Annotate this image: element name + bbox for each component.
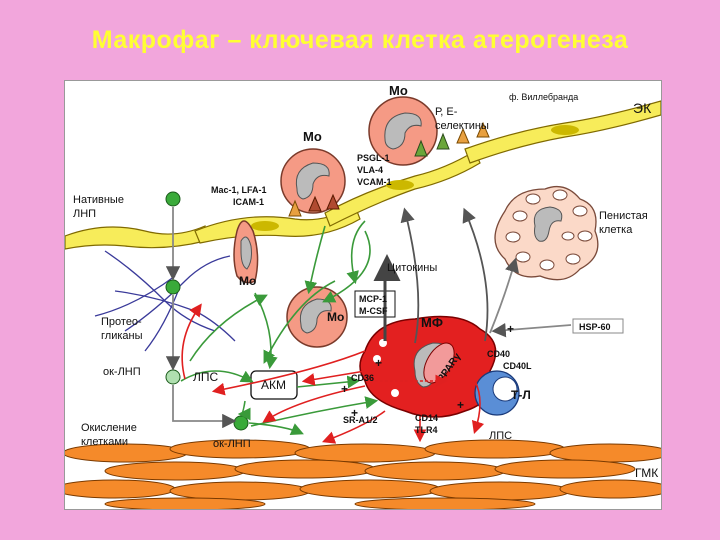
oxidation-label-1: Окисление [81, 422, 137, 434]
lps-left-label: ЛПС [193, 370, 219, 384]
native-ldl-label-1: Нативные [73, 194, 124, 206]
akm-label: АКМ [261, 378, 286, 392]
proteoglycans-label-2: гликаны [101, 330, 143, 342]
page-title: Макрофаг – ключевая клетка атерогенеза [91, 26, 629, 54]
endothelium-layer [65, 100, 661, 250]
plus-sign: + [457, 398, 464, 412]
smooth-muscle-layer [65, 439, 661, 509]
selectins-label-1: Р, Е- [435, 106, 458, 118]
smc-label: ГМК [635, 466, 658, 480]
tlr4-label: TLR4 [415, 425, 438, 435]
monocyte-transmigrating [233, 220, 259, 284]
plus-sign: + [351, 406, 358, 420]
cytokines-label: Цитокины [387, 262, 437, 274]
ec-label: ЭК [633, 100, 652, 116]
mo-center-label: Мо [327, 310, 344, 324]
diagram-panel: Мо Мо Мо Мо МФ PPARγ [64, 80, 662, 510]
mf-label: МФ [421, 315, 443, 330]
hsp-box [572, 318, 624, 334]
ok-ldl-left-label: ок-ЛНП [103, 366, 141, 378]
akm-box [250, 370, 298, 400]
mo-low-label: Мо [239, 274, 256, 288]
mcp-label: MCP-1 [359, 294, 387, 304]
oxidation-label-2: клетками [81, 436, 128, 448]
arrows-green [180, 220, 379, 436]
psgl-label: PSGL-1 [357, 153, 390, 163]
mo-mid-label: Мо [303, 129, 322, 144]
cd40l-label: CD40L [503, 361, 532, 371]
vla-label: VLA-4 [357, 165, 383, 175]
sr-label: SR-A1/2 [343, 415, 378, 425]
ok-ldl-bottom-label: ок-ЛНП [213, 438, 251, 450]
foam-cell-label-1: Пенистая [599, 210, 648, 222]
selectins-label-2: селектины [435, 120, 489, 132]
macrophage-diagram: Мо Мо Мо Мо МФ PPARγ [65, 83, 661, 509]
plus-sign: + [375, 356, 382, 370]
arrows-red [181, 303, 485, 444]
native-ldl-label-2: ЛНП [73, 208, 96, 220]
vcam-label: VCAM-1 [357, 177, 392, 187]
monocyte-rolling [280, 148, 346, 214]
mcp-box [354, 290, 396, 318]
arrows-dark [165, 207, 572, 429]
vwf-label: ф. Виллебранда [509, 92, 578, 102]
cd40-label: CD40 [487, 349, 510, 359]
foam-cell-label-2: клетка [599, 224, 633, 236]
macrophage [359, 315, 497, 418]
plus-sign: + [341, 382, 348, 396]
mac-label: Mac-1, LFA-1 [211, 185, 267, 195]
mo-top-label: Мо [389, 83, 408, 98]
cd36-label: CD36 [351, 373, 374, 383]
foam-cell [494, 185, 599, 281]
plus-sign: + [507, 322, 514, 336]
cd14-label: CD14 [415, 413, 438, 423]
t-lymphocyte [474, 370, 520, 416]
lps-right-label: ЛПС [489, 430, 512, 442]
proteoglycans-label-1: Протео- [101, 316, 142, 328]
tl-label: Т-Л [511, 388, 531, 402]
mcsf-label: M-CSF [359, 306, 388, 316]
icam-label: ICAM-1 [233, 197, 264, 207]
adhesion-markers [288, 121, 490, 217]
hsp-label: HSP-60 [579, 322, 611, 332]
